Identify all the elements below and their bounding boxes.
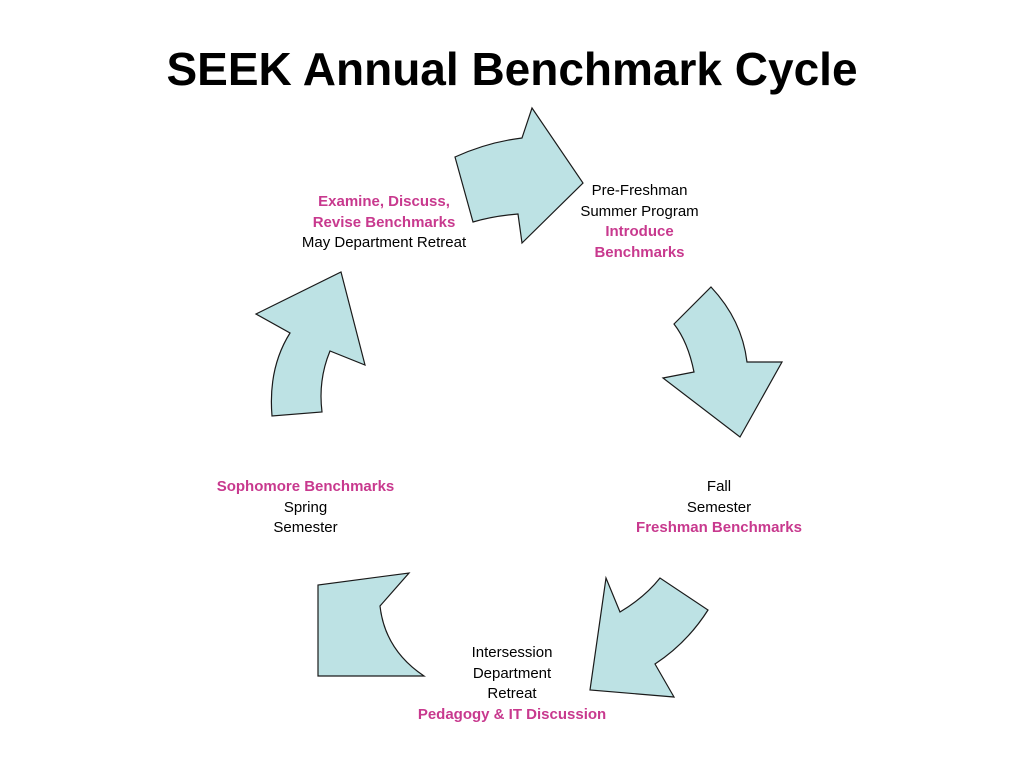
stage-benchmark-text: Revise Benchmarks (312, 213, 456, 231)
stage-benchmark-text: Introduce (605, 223, 674, 240)
stage-text: Semester (273, 519, 338, 536)
stage-benchmark-text: Sophomore Benchmarks (216, 478, 395, 495)
stage-benchmark-text: Benchmarks (594, 243, 685, 261)
cycle-arrow-bottom-left (317, 572, 426, 677)
stage-benchmark-text: Examine, Discuss, (318, 193, 450, 210)
stage-text: Department (472, 664, 552, 682)
stage-text: Fall (706, 478, 732, 495)
page-title: SEEK Annual Benchmark Cycle (166, 43, 858, 95)
stage-text: Pre-Freshman (591, 182, 688, 199)
cycle-arrow-left (254, 271, 366, 417)
stage-text: Spring (283, 498, 328, 516)
stage-benchmark-text: Freshman Benchmarks (636, 519, 802, 536)
cycle-arrow-bottom-right (589, 575, 709, 698)
stage-text: Summer Program (580, 202, 699, 220)
stage-text: May Department Retreat (301, 234, 467, 251)
stage-text: Retreat (487, 685, 537, 702)
cycle-arrow-right (661, 286, 784, 438)
stage-benchmark-text: Pedagogy & IT Discussion (417, 705, 607, 723)
stage-text: Semester (686, 498, 752, 516)
cycle-arrow-top (454, 106, 584, 245)
stage-text: Intersession (471, 644, 553, 661)
